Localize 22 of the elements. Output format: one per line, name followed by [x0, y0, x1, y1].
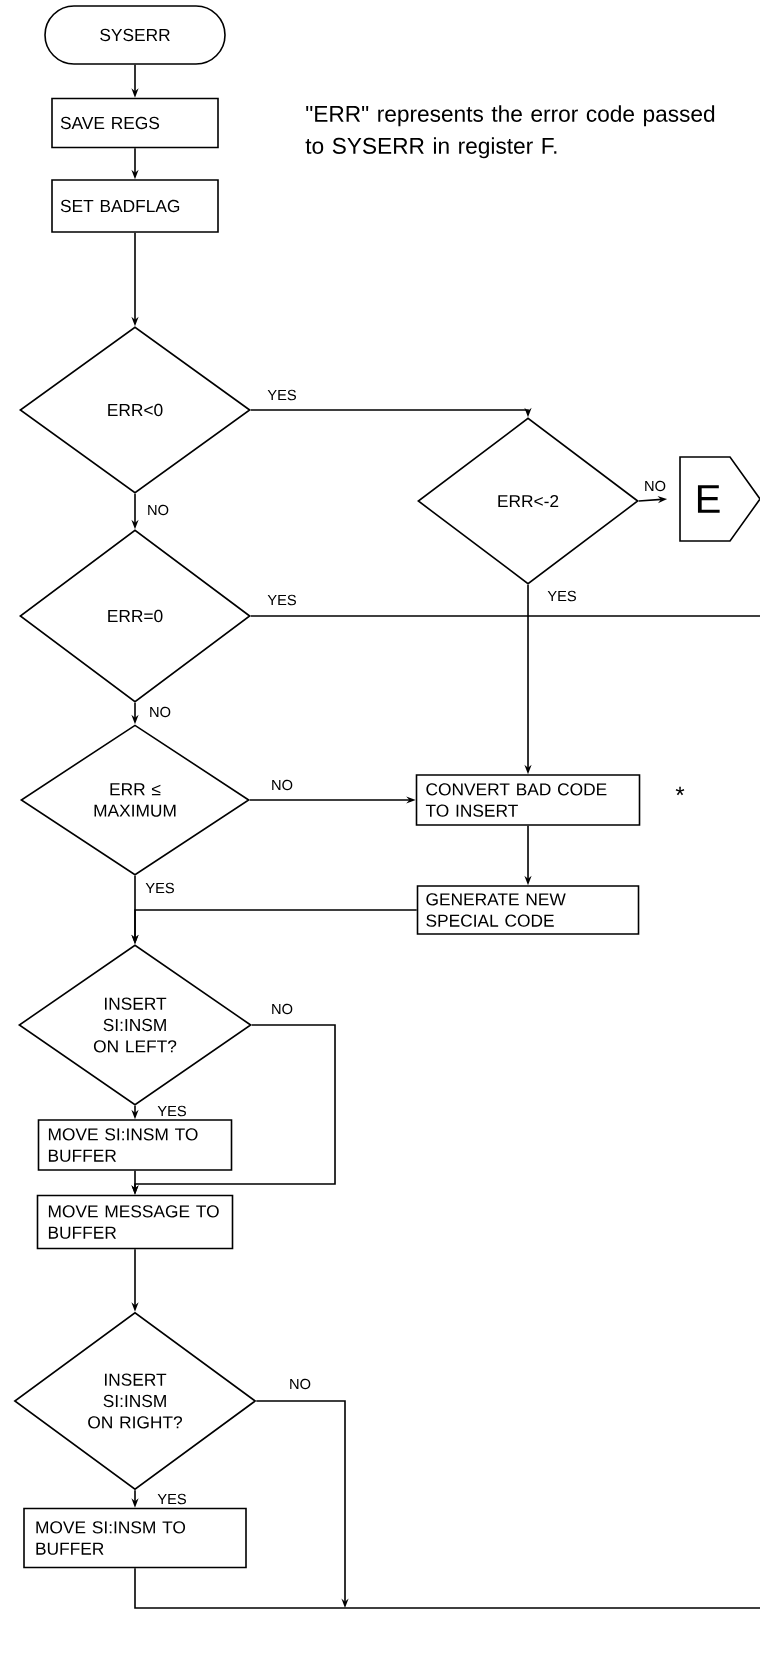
process-box: MOVE MESSAGE TO BUFFER	[36, 1194, 234, 1250]
edge-label: NO	[269, 1002, 295, 1016]
edge-label: NO	[642, 479, 668, 493]
edge-label: NO	[269, 778, 295, 792]
edge-label: NO	[147, 705, 173, 719]
edge-label: YES	[144, 881, 176, 895]
edge-label: YES	[546, 589, 578, 603]
edge-label: YES	[156, 1492, 188, 1506]
process-box: GENERATE NEW SPECIAL CODE	[416, 885, 640, 935]
edge-label: YES	[266, 388, 298, 402]
process-box: SAVE REGS	[51, 97, 219, 149]
note-text: "ERR" represents the error code passed to SYSERR in register F.	[305, 105, 715, 159]
terminal-box: SYSERR	[44, 5, 226, 65]
edge-label: NO	[145, 503, 171, 517]
process-box: MOVE SI:INSM TO BUFFER	[37, 1119, 233, 1171]
edge-label: YES	[156, 1104, 188, 1118]
process-box: SET BADFLAG	[51, 179, 219, 233]
process-box: MOVE SI:INSM TO BUFFER	[23, 1507, 247, 1569]
process-box: CONVERT BAD CODE TO INSERT	[415, 774, 641, 826]
edge-label: YES	[266, 593, 298, 607]
note-mark: *	[675, 786, 685, 796]
edge-label: NO	[287, 1377, 313, 1391]
